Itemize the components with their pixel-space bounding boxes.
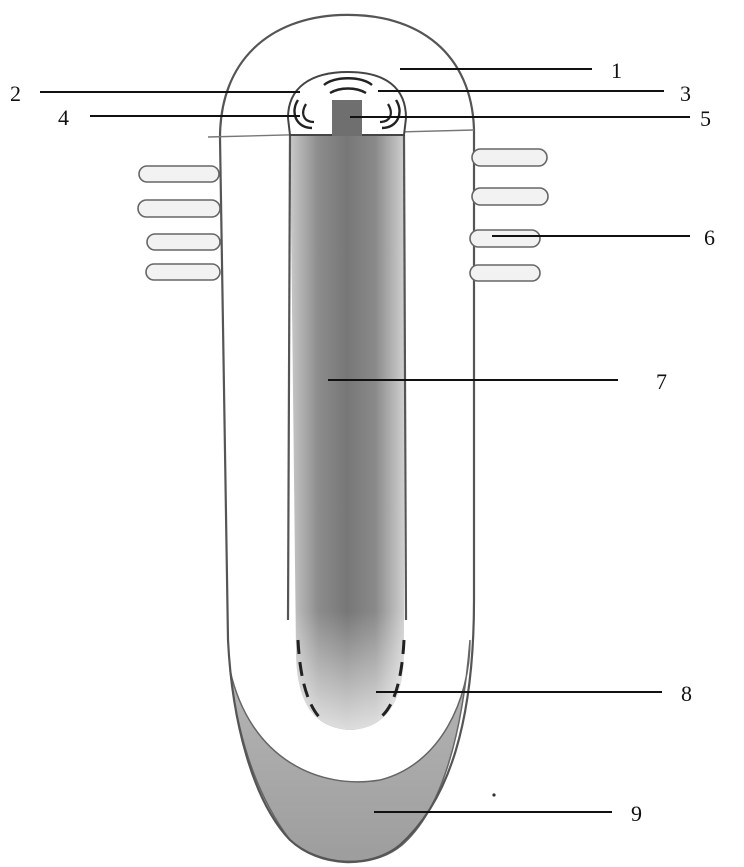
right-appendages [470, 149, 548, 281]
label-2: 2 [10, 81, 21, 106]
inner-core-fade [290, 135, 404, 730]
label-7: 7 [656, 369, 667, 394]
core-outline-right [404, 135, 406, 620]
label-6: 6 [704, 225, 715, 250]
label-3: 3 [680, 81, 691, 106]
label-4: 4 [58, 105, 69, 130]
label-1: 1 [611, 58, 622, 83]
speck [492, 793, 495, 796]
core-outline [288, 135, 290, 620]
label-9: 9 [631, 801, 642, 826]
label-8: 8 [681, 681, 692, 706]
left-appendages [138, 166, 220, 280]
label-5: 5 [700, 106, 711, 131]
